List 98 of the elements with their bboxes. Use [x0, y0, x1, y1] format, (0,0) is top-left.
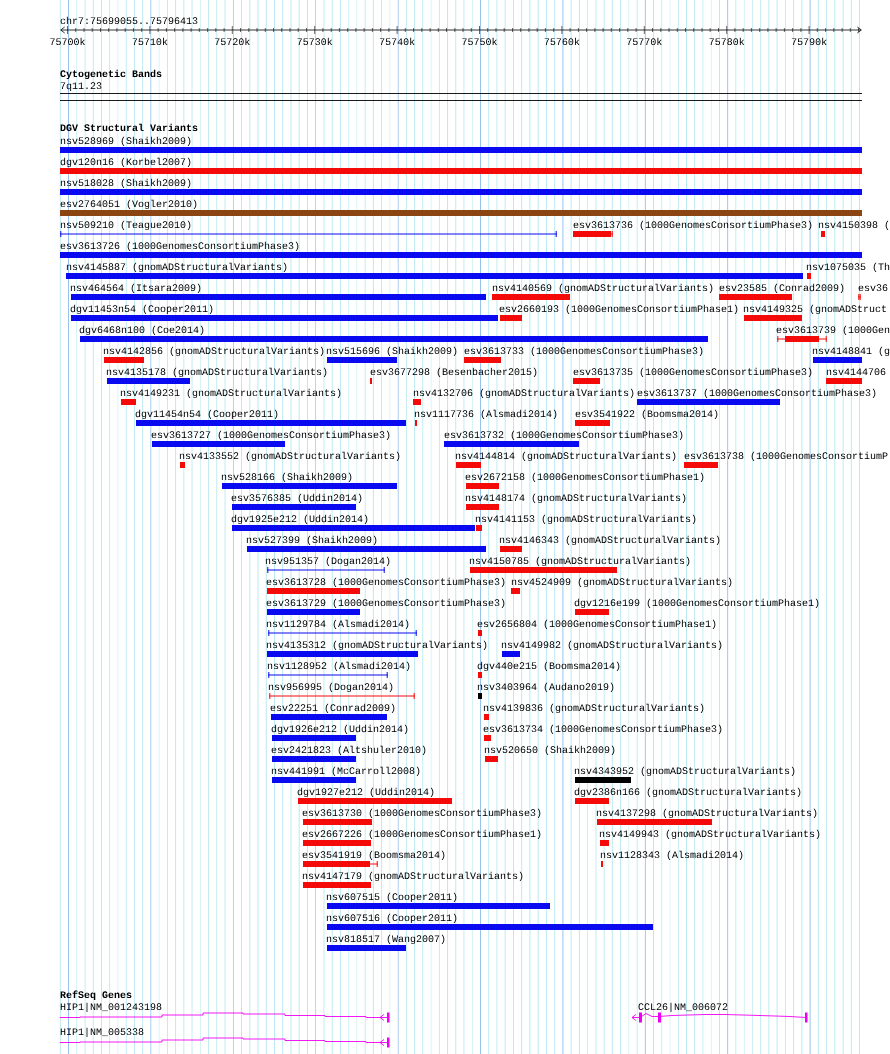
- variant-label: nsv4140569 (gnomADStructuralVariants): [492, 283, 713, 294]
- variant-label: nsv607515 (Cooper2011): [326, 892, 457, 903]
- variant-label: esv3613726 (1000GenomesConsortiumPhase3): [60, 241, 299, 252]
- variant-label: nsv518028 (Shaikh2009): [60, 178, 191, 189]
- variant-label: esv3613739 (1000Gen: [776, 325, 890, 336]
- variant-label: nsv4135178 (gnomADStructuralVariants): [106, 367, 327, 378]
- track-title: DGV Structural Variants: [60, 123, 198, 132]
- variant-label: nsv1117736 (Alsmadi2014): [414, 409, 557, 420]
- variant-label: esv3541922 (Boomsma2014): [575, 409, 718, 420]
- tick-label: 75770k: [627, 37, 662, 46]
- variant-label: esv2660193 (1000GenomesConsortiumPhase1): [499, 304, 738, 315]
- variant-label: nsv515696 (Shaikh2009): [326, 346, 457, 357]
- variant-label: nsv4343952 (gnomADStructuralVariants): [574, 766, 795, 777]
- tick-label: 75700k: [50, 37, 85, 46]
- variant-label: nsv4133552 (gnomADStructuralVariants): [179, 451, 400, 462]
- tick-label: 75780k: [709, 37, 745, 46]
- variant-label: esv3613733 (1000GenomesConsortiumPhase3): [464, 346, 703, 357]
- variant-label: nsv4145887 (gnomADStructuralVariants): [66, 262, 287, 273]
- tick-label: 75710k: [132, 37, 168, 46]
- variant-label: esv36: [858, 284, 888, 292]
- variant-label: nsv520650 (Shaikh2009): [484, 745, 615, 756]
- variant-label: esv3613734 (1000GenomesConsortiumPhase3): [483, 724, 722, 735]
- variant-label: esv2667226 (1000GenomesConsortiumPhase1): [302, 829, 541, 840]
- variant-label: nsv4144706: [826, 368, 886, 376]
- variant-label: esv2421823 (Altshuler2010): [271, 745, 426, 756]
- tick-label: 75760k: [544, 37, 580, 46]
- variant-label: nsv4149982 (gnomADStructuralVariants): [501, 640, 722, 651]
- variant-label: nsv4135312 (gnomADStructuralVariants): [266, 640, 487, 651]
- tick-label: 75750k: [462, 37, 497, 46]
- variant-label: esv3677298 (Besenbacher2015): [370, 367, 537, 378]
- variant-label: dgv1926e212 (Uddin2014): [271, 724, 408, 735]
- variant-label: esv2672158 (1000GenomesConsortiumPhase1): [465, 472, 704, 483]
- variant-label: nsv1129784 (Alsmadi2014): [266, 619, 409, 630]
- variant-label: dgv6468n100 (Coe2014): [79, 325, 204, 336]
- tick-label: 75790k: [791, 37, 827, 46]
- variant-label: nsv4148841 (g: [812, 346, 890, 357]
- tick-label: 75740k: [379, 37, 415, 46]
- variant-label: esv3613728 (1000GenomesConsortiumPhase3): [266, 577, 505, 588]
- variant-label: nsv4147179 (gnomADStructuralVariants): [302, 871, 523, 882]
- gene-label: CCL26|NM_006072: [638, 1002, 728, 1013]
- variant-label: esv3576385 (Uddin2014): [231, 493, 362, 504]
- variant-label: nsv441991 (McCarroll2008): [271, 766, 420, 777]
- variant-label: nsv1075035 (Th: [806, 262, 890, 273]
- band-label: 7q11.23: [60, 82, 102, 92]
- variant-label: esv23585 (Conrad2009): [719, 283, 844, 294]
- variant-label: nsv4139836 (gnomADStructuralVariants): [483, 703, 704, 714]
- variant-label: dgv120n16 (Korbel2007): [60, 157, 191, 168]
- variant-label: nsv1128343 (Alsmadi2014): [600, 850, 743, 861]
- variant-label: nsv818517 (Wang2007): [326, 934, 445, 945]
- variant-label: nsv956995 (Dogan2014): [268, 682, 393, 693]
- variant-label: nsv4150398 (: [818, 220, 889, 231]
- variant-label: esv2764051 (Vogler2010): [60, 199, 197, 210]
- variant-label: dgv11454n54 (Cooper2011): [135, 409, 278, 420]
- variant-label: dgv1927e212 (Uddin2014): [297, 787, 434, 798]
- variant-label: dgv1216e199 (1000GenomesConsortiumPhase1): [574, 598, 819, 609]
- variant-label: nsv951357 (Dogan2014): [265, 556, 390, 567]
- variant-label: nsv4150785 (gnomADStructuralVariants): [469, 556, 690, 567]
- variant-label: nsv4132706 (gnomADStructuralVariants): [413, 388, 634, 399]
- variant-label: nsv509210 (Teague2010): [60, 220, 191, 231]
- track-title: Cytogenetic Bands: [60, 69, 162, 80]
- variant-label: nsv607516 (Cooper2011): [326, 913, 457, 924]
- variant-label: esv3613732 (1000GenomesConsortiumPhase3): [444, 430, 683, 441]
- variant-label: nsv4142856 (gnomADStructuralVariants): [103, 346, 324, 357]
- variant-label: nsv4144814 (gnomADStructuralVariants): [455, 451, 676, 462]
- variant-label: nsv4146343 (gnomADStructuralVariants): [499, 535, 720, 546]
- variant-label: esv2656804 (1000GenomesConsortiumPhase1): [477, 619, 716, 630]
- track-title: RefSeq Genes: [60, 990, 132, 1001]
- variant-label: esv22251 (Conrad2009): [270, 703, 395, 714]
- variant-label: esv3613736 (1000GenomesConsortiumPhase3): [573, 220, 812, 231]
- gene-label: HIP1|NM_005338: [60, 1027, 144, 1038]
- variant-label: nsv528969 (Shaikh2009): [60, 136, 191, 147]
- variant-label: nsv528166 (Shaikh2009): [221, 472, 352, 483]
- variant-label: dgv11453n54 (Cooper2011): [70, 304, 213, 315]
- position-label: chr7:75699055..75796413: [60, 16, 198, 25]
- variant-label: nsv3403964 (Audano2019): [477, 682, 614, 693]
- variant-label: esv3613727 (1000GenomesConsortiumPhase3): [151, 430, 390, 441]
- variant-label: esv3613735 (1000GenomesConsortiumPhase3): [573, 367, 812, 378]
- variant-label: nsv1128952 (Alsmadi2014): [267, 661, 410, 672]
- variant-label: dgv440e215 (Boomsma2014): [477, 661, 620, 672]
- variant-label: esv3613730 (1000GenomesConsortiumPhase3): [302, 808, 541, 819]
- variant-label: nsv527399 (Shaikh2009): [246, 535, 377, 546]
- gene-label: HIP1|NM_001243198: [60, 1002, 162, 1013]
- variant-label: nsv4137298 (gnomADStructuralVariants): [596, 808, 817, 819]
- variant-label: nsv464564 (Itsara2009): [70, 283, 201, 294]
- variant-label: nsv4524909 (gnomADStructuralVariants): [511, 577, 732, 588]
- tick-label: 75730k: [297, 37, 333, 46]
- variant-label: dgv2386n166 (gnomADStructuralVariants): [574, 787, 801, 798]
- variant-label: nsv4149943 (gnomADStructuralVariants): [599, 829, 820, 840]
- variant-label: esv3541919 (Boomsma2014): [302, 850, 445, 861]
- variant-label: nsv4149231 (gnomADStructuralVariants): [120, 388, 341, 399]
- variant-label: esv3613729 (1000GenomesConsortiumPhase3): [266, 598, 505, 609]
- variant-label: esv3613738 (1000GenomesConsortiumP: [684, 451, 888, 462]
- variant-label: dgv1925e212 (Uddin2014): [231, 514, 368, 525]
- variant-label: nsv4141153 (gnomADStructuralVariants): [475, 514, 696, 525]
- variant-label: esv3613737 (1000GenomesConsortiumPhase3): [637, 388, 876, 399]
- tick-label: 75720k: [215, 37, 250, 46]
- variant-label: nsv4148174 (gnomADStructuralVariants): [465, 493, 686, 504]
- variant-label: nsv4149325 (gnomADStruct: [743, 304, 886, 315]
